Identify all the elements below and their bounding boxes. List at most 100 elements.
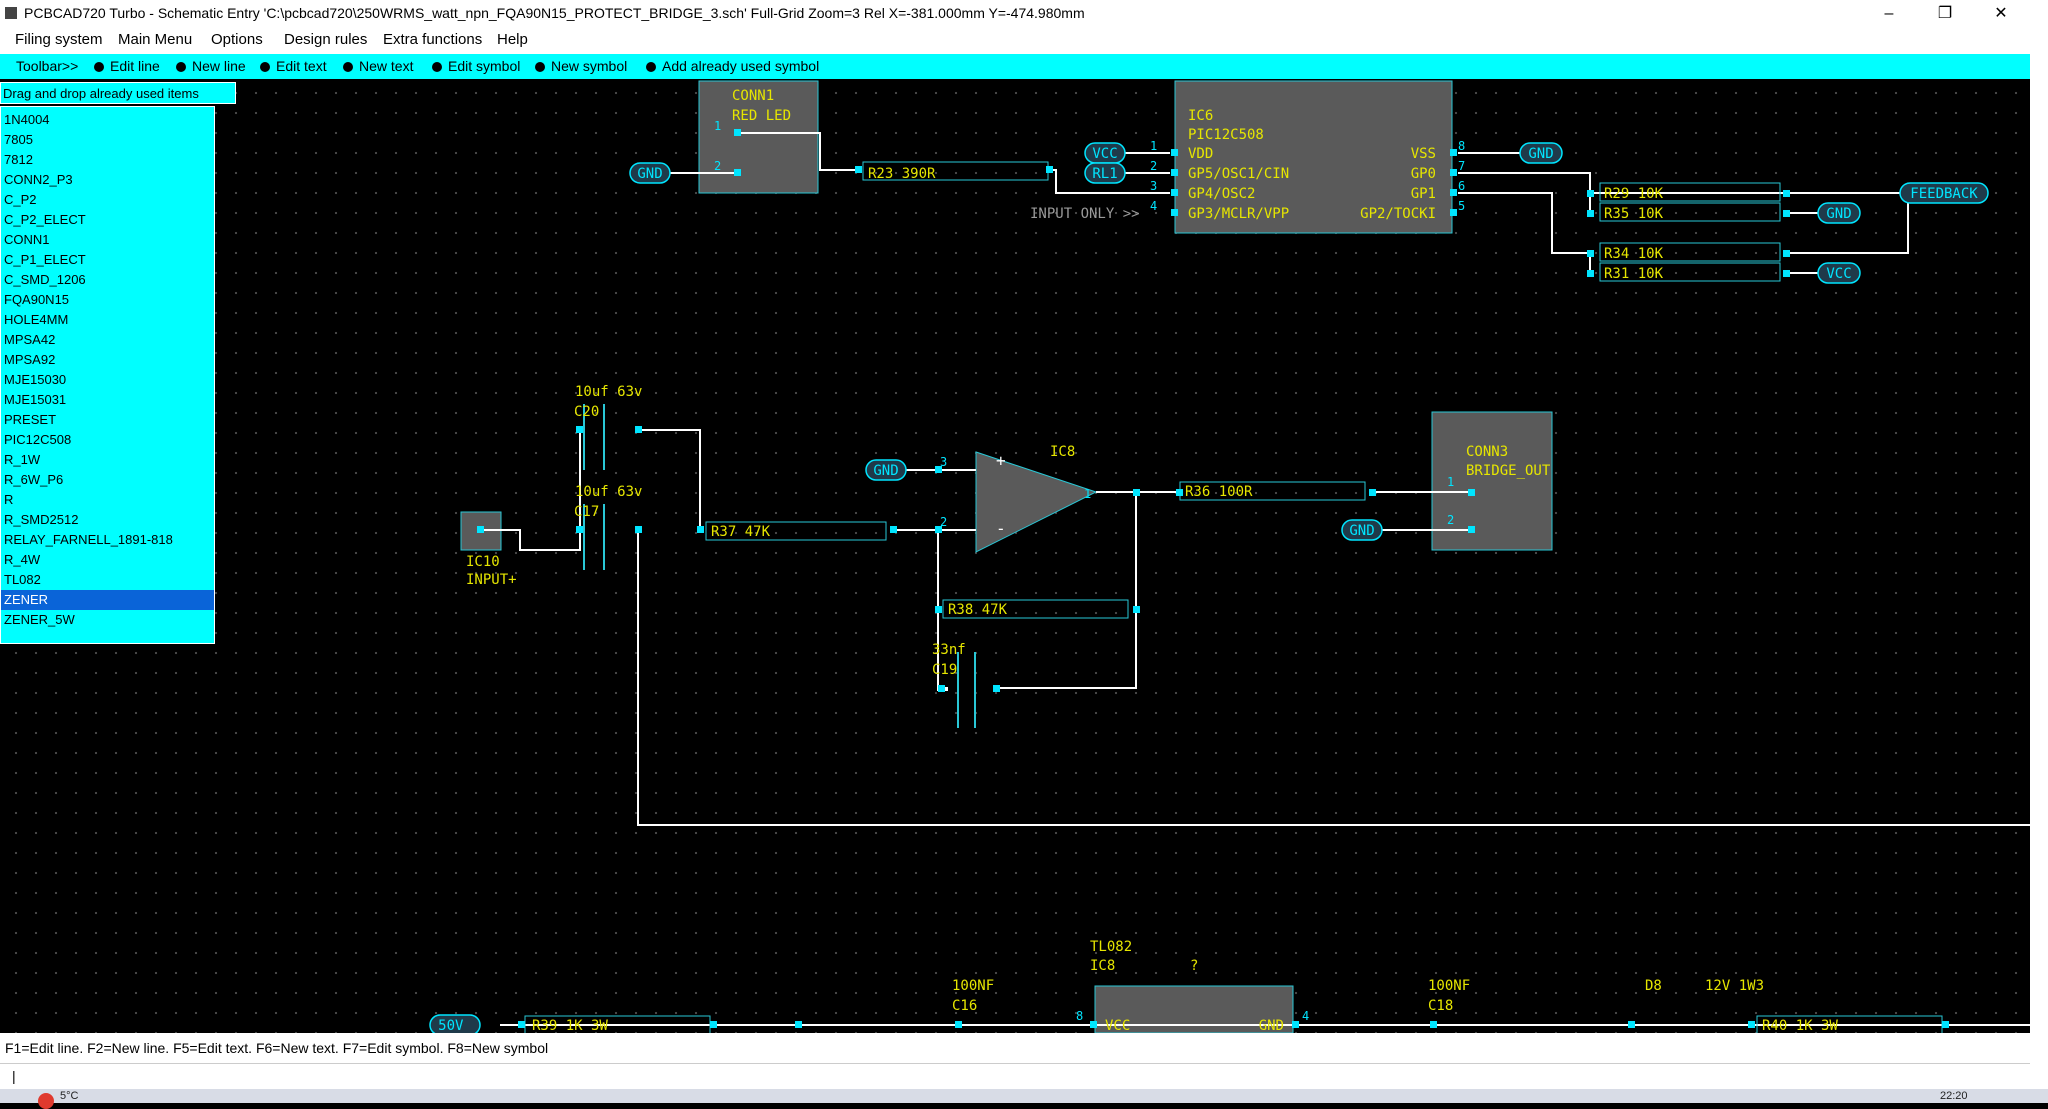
ic6-body[interactable]	[1174, 80, 1453, 234]
used-item[interactable]: CONN2_P3	[4, 172, 73, 187]
gnd-label-opamp[interactable]	[865, 459, 907, 481]
used-item[interactable]: PIC12C508	[4, 432, 72, 447]
command-caret: |	[12, 1068, 16, 1084]
r23-label: R23 390R	[868, 166, 936, 182]
menu-options[interactable]: Options	[211, 31, 263, 48]
ic6-pin-label: VSS	[1411, 146, 1436, 162]
new-symbol-tool[interactable]: New symbol	[535, 58, 627, 74]
used-item[interactable]: C_P1_ELECT	[4, 252, 86, 267]
r39-label: R39 1K 3W	[532, 1018, 608, 1033]
pin-number: 4	[1302, 1009, 1309, 1023]
pin-number: 2	[714, 159, 721, 173]
weather-icon[interactable]	[38, 1093, 54, 1109]
used-item[interactable]: R_1W	[4, 452, 41, 467]
add-used-symbol-tool[interactable]: Add already used symbol	[646, 58, 819, 74]
menu-design-rules[interactable]: Design rules	[284, 31, 368, 48]
used-item[interactable]: ZENER	[1, 590, 214, 610]
used-item[interactable]: R	[4, 492, 14, 507]
maximize-button[interactable]: ❐	[1937, 5, 1953, 22]
toolbar-label: Toolbar>>	[16, 58, 79, 74]
menu-help[interactable]: Help	[497, 31, 528, 48]
menu-main-menu[interactable]: Main Menu	[118, 31, 193, 48]
tool-label: Edit line	[110, 58, 160, 74]
new-line-tool[interactable]: New line	[176, 58, 246, 74]
menu-filing-system[interactable]: Filing system	[15, 31, 103, 48]
gnd-label-conn3[interactable]	[1341, 519, 1383, 541]
used-item[interactable]: MPSA92	[4, 352, 56, 367]
used-item[interactable]: FQA90N15	[4, 292, 70, 307]
pin-number: 5	[1458, 199, 1465, 213]
toolbar: Toolbar>> Edit line New line Edit text N…	[0, 54, 2030, 79]
conn1-body[interactable]	[698, 80, 819, 194]
used-item[interactable]: TL082	[4, 572, 41, 587]
ic6-pin-label: GP1	[1411, 186, 1436, 202]
pin-number: 2	[1150, 159, 1157, 173]
tool-label: Edit symbol	[448, 58, 521, 74]
resistor-outlines	[524, 161, 1943, 1033]
net-label-text: GND	[1528, 146, 1553, 162]
new-text-tool[interactable]: New text	[343, 58, 413, 74]
command-line[interactable]: |	[0, 1063, 2030, 1090]
minimize-button[interactable]: –	[1884, 5, 1894, 22]
ic8-part: TL082	[1090, 939, 1132, 955]
pin-number: 1	[714, 119, 721, 133]
used-item[interactable]: 1N4004	[4, 112, 50, 127]
used-item[interactable]: MPSA42	[4, 332, 56, 347]
v50-label[interactable]	[429, 1014, 481, 1033]
pin-number: 2	[1447, 513, 1454, 527]
used-item[interactable]: C_P2_ELECT	[4, 212, 86, 227]
used-item[interactable]: HOLE4MM	[4, 312, 69, 327]
rl1-label[interactable]	[1084, 162, 1126, 184]
used-item[interactable]: R_6W_P6	[4, 472, 64, 487]
used-item[interactable]: R_SMD2512	[4, 512, 79, 527]
app-icon	[5, 7, 17, 19]
tool-label: Add already used symbol	[662, 58, 820, 74]
used-item[interactable]: PRESET	[4, 412, 57, 427]
conn3-body[interactable]	[1431, 411, 1553, 551]
gnd-label-ic6[interactable]	[1519, 142, 1563, 164]
r38-label: R38 47K	[948, 602, 1008, 618]
edit-text-tool[interactable]: Edit text	[260, 58, 327, 74]
gnd-label-r35[interactable]	[1817, 202, 1861, 224]
opamp-symbol[interactable]	[975, 451, 1098, 553]
radio-icon	[176, 62, 186, 72]
used-item[interactable]: C_P2	[4, 192, 37, 207]
schematic-drawing[interactable]: GND VCC RL1 GND FEEDBACK GND VCC GND GND…	[0, 79, 2030, 1033]
used-item[interactable]: 7812	[4, 152, 33, 167]
c20-value: 10uf 63v	[575, 384, 642, 400]
used-items-panel-header: Drag and drop already used items	[0, 82, 236, 104]
status-hint: F1=Edit line. F2=New line. F5=Edit text.…	[5, 1040, 549, 1056]
edit-symbol-tool[interactable]: Edit symbol	[432, 58, 520, 74]
c20-ref: C20	[574, 404, 599, 420]
conn3-name: BRIDGE_OUT	[1466, 463, 1551, 479]
ic10-ref: IC10	[466, 554, 500, 570]
used-item[interactable]: MJE15031	[4, 392, 67, 407]
edit-line-tool[interactable]: Edit line	[94, 58, 160, 74]
ic6-part: PIC12C508	[1188, 127, 1264, 143]
title-bar: PCBCAD720 Turbo - Schematic Entry 'C:\pc…	[0, 0, 2048, 27]
used-item[interactable]: 7805	[4, 132, 33, 147]
status-bar: F1=Edit line. F2=New line. F5=Edit text.…	[0, 1033, 2030, 1063]
net-label-text: RL1	[1092, 166, 1117, 182]
gnd-label-conn1[interactable]	[629, 162, 671, 184]
used-item[interactable]: ZENER_5W	[4, 612, 75, 627]
used-item[interactable]: CONN1	[4, 232, 50, 247]
used-item[interactable]: RELAY_FARNELL_1891-818	[4, 532, 173, 547]
menu-extra-functions[interactable]: Extra functions	[383, 31, 483, 48]
pin-number: 7	[1458, 159, 1465, 173]
clock[interactable]: 22:20	[1940, 1090, 1968, 1102]
vcc-label-r31[interactable]	[1817, 262, 1861, 284]
conn3-ref: CONN3	[1466, 444, 1508, 460]
close-button[interactable]: ✕	[1994, 5, 2008, 22]
net-label-text: 50V_	[438, 1018, 472, 1033]
feedback-label[interactable]	[1899, 182, 1989, 204]
used-item[interactable]: R_4W	[4, 552, 41, 567]
c18-value: 100NF	[1428, 978, 1470, 994]
used-item[interactable]: C_SMD_1206	[4, 272, 86, 287]
d8-ref: D8	[1645, 978, 1662, 994]
pin-number: 1	[1084, 487, 1091, 501]
schematic-canvas[interactable]: GND VCC RL1 GND FEEDBACK GND VCC GND GND…	[0, 79, 2030, 1033]
c18-ref: C18	[1428, 998, 1453, 1014]
used-item[interactable]: MJE15030	[4, 372, 67, 387]
